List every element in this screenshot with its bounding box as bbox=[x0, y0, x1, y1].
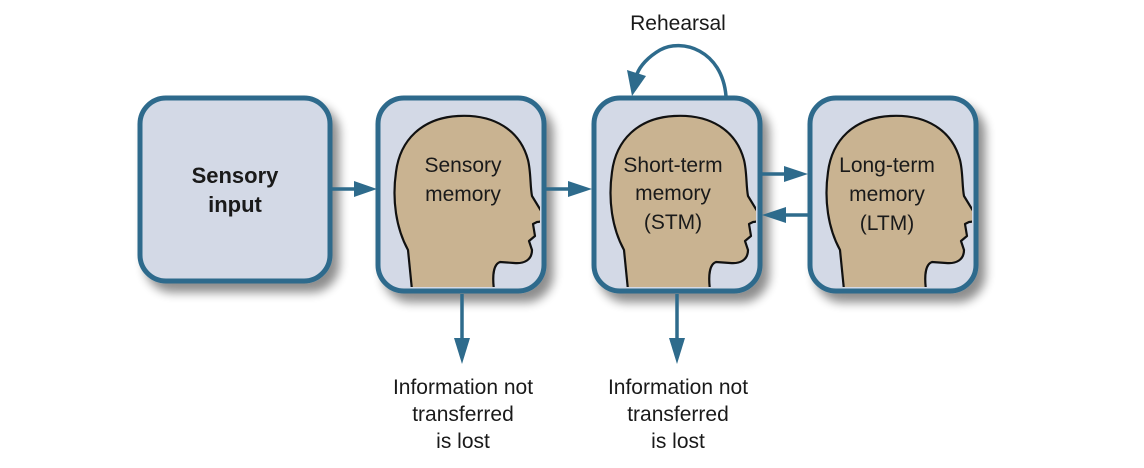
sensory-memory-label-line2: memory bbox=[425, 183, 501, 206]
long-term-memory-box: Long-term memory (LTM) bbox=[807, 95, 979, 294]
short-term-memory-box: Short-term memory (STM) bbox=[591, 95, 763, 294]
sensory-input-label-line2: input bbox=[208, 192, 262, 217]
head-silhouette-icon bbox=[609, 114, 756, 287]
stm-label-line3: (STM) bbox=[644, 211, 702, 234]
stm-label-line2: memory bbox=[635, 182, 711, 205]
rehearsal-label: Rehearsal bbox=[630, 12, 726, 35]
ltm-label-line1: Long-term bbox=[839, 154, 935, 177]
arrow-stm-to-ltm bbox=[762, 166, 808, 182]
lost-note-2-line1: Information not bbox=[608, 376, 748, 399]
ltm-label-line2: memory bbox=[849, 183, 925, 206]
lost-note-1-line1: Information not bbox=[393, 376, 533, 399]
ltm-label-line3: (LTM) bbox=[860, 212, 914, 235]
sensory-input-box: Sensory input bbox=[137, 95, 333, 284]
rehearsal-loop-arrow bbox=[627, 43, 728, 97]
arrow-sensory-memory-to-stm bbox=[546, 181, 592, 197]
sensory-memory-box: Sensory memory bbox=[375, 95, 547, 294]
lost-note-stm: Information not transferred is lost bbox=[608, 376, 748, 453]
lost-note-2-line2: transferred bbox=[627, 403, 729, 426]
sensory-memory-label-line1: Sensory bbox=[424, 154, 502, 177]
stm-label-line1: Short-term bbox=[623, 154, 722, 177]
lost-note-1-line3: is lost bbox=[436, 430, 490, 453]
sensory-input-label-line1: Sensory bbox=[192, 163, 280, 188]
arrow-stm-lost bbox=[669, 294, 685, 364]
lost-note-sensory: Information not transferred is lost bbox=[393, 376, 533, 453]
lost-note-2-line3: is lost bbox=[651, 430, 705, 453]
head-silhouette-icon bbox=[393, 114, 540, 287]
arrow-sensory-memory-lost bbox=[454, 294, 470, 364]
arrow-ltm-to-stm bbox=[762, 207, 808, 223]
lost-note-1-line2: transferred bbox=[412, 403, 514, 426]
head-silhouette-icon bbox=[825, 114, 972, 287]
arrow-input-to-sensory-memory bbox=[332, 181, 377, 197]
